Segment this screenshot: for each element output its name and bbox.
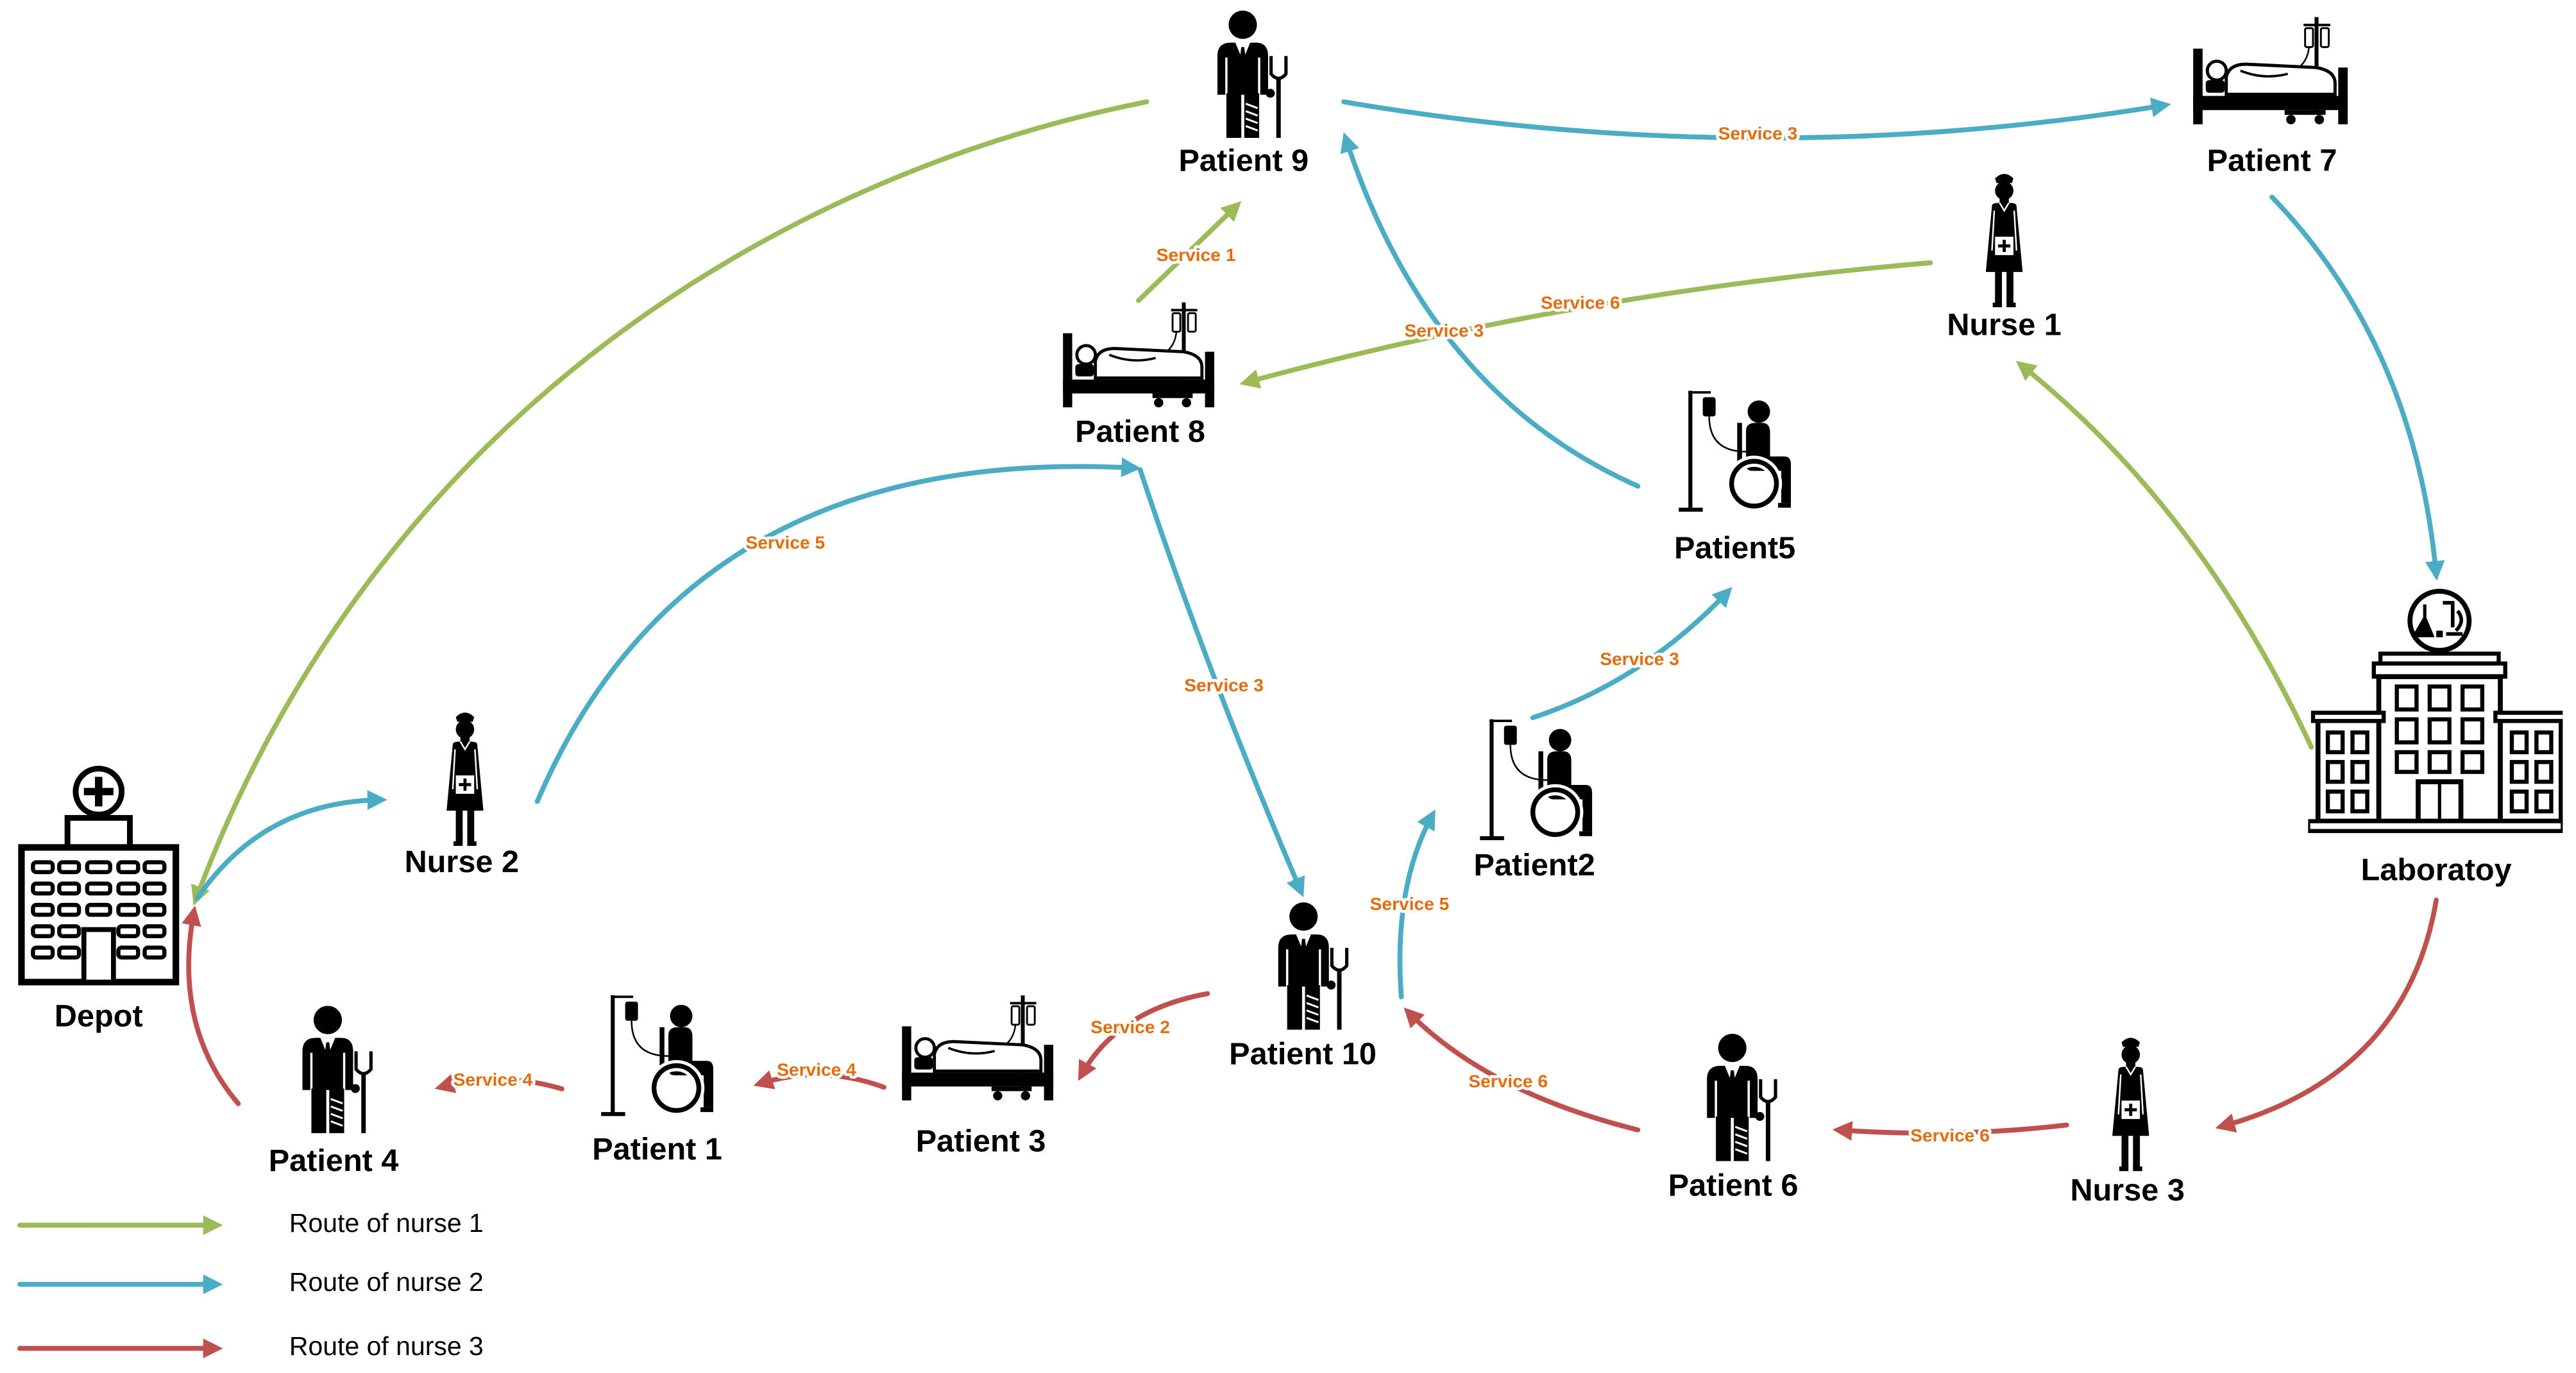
patient-with-crutch-icon (1707, 1034, 1775, 1161)
legend-item-route-1: Route of nurse 1 (17, 1208, 484, 1238)
node-label: Depot (55, 999, 143, 1034)
service-label: Service 3 (1718, 123, 1798, 144)
node-nurse-1: Nurse 1 (1947, 174, 2062, 342)
node-patient-10: Patient 10 (1229, 902, 1377, 1072)
service-label: Service 4 (777, 1059, 856, 1079)
edge-patient-6-to-patient-10 (1403, 1007, 1641, 1133)
edge-laboratory-to-nurse-1 (2016, 360, 2314, 750)
service-label: Service 6 (1468, 1070, 1548, 1091)
patient-in-bed-icon (902, 995, 1053, 1100)
nurse-icon (446, 712, 483, 846)
service-label: Service 3 (1404, 320, 1484, 341)
node-label: Patient 3 (916, 1124, 1046, 1158)
patient-with-crutch-icon (1278, 902, 1347, 1030)
node-patient-6: Patient 6 (1668, 1034, 1799, 1202)
patient-in-wheelchair-icon (1679, 391, 1791, 512)
nurse-icon (2112, 1038, 2149, 1171)
node-patient-8: Patient 8 (1063, 302, 1214, 449)
legend-item-route-2: Route of nurse 2 (17, 1267, 484, 1297)
edge-patient-1-to-patient-4 (434, 1074, 564, 1093)
edge-patient-3-to-patient-1 (753, 1070, 886, 1090)
node-patient-3: Patient 3 (902, 995, 1053, 1158)
edge-patient-5-to-patient-9 (1340, 132, 1641, 489)
legend-label: Route of nurse 3 (289, 1331, 484, 1361)
route-nurse-1 (191, 99, 2314, 906)
node-label: Nurse 2 (405, 845, 519, 879)
service-label: Service 2 (1090, 1016, 1170, 1037)
edge-depot-to-nurse-2 (194, 790, 387, 901)
edge-patient-8-to-patient-10 (1137, 467, 1305, 898)
node-depot: Depot (21, 769, 176, 1034)
patient-in-wheelchair-icon (601, 995, 713, 1116)
node-label: Patient2 (1474, 848, 1595, 882)
node-nurse-2: Nurse 2 (405, 712, 519, 879)
patient-with-crutch-icon (1217, 11, 1286, 139)
edge-patient-10-to-patient-3 (1078, 991, 1210, 1081)
patient-with-crutch-icon (303, 1006, 371, 1133)
edge-patient-9-to-depot (191, 99, 1149, 906)
patient-in-bed-icon (1063, 302, 1214, 407)
node-patient-4: Patient 4 (269, 1006, 399, 1178)
node-laboratory: Laboratoy (2308, 591, 2566, 888)
patient-in-wheelchair-icon (1480, 720, 1592, 841)
edge-laboratory-to-nurse-3 (2215, 897, 2439, 1133)
route-nurse-2 (194, 97, 2445, 1000)
edge-nurse-1-to-patient-8 (1239, 260, 1933, 389)
node-label: Laboratoy (2361, 853, 2512, 888)
node-label: Nurse 1 (1947, 307, 2061, 342)
node-label: Patient5 (1674, 531, 1795, 566)
node-patient-1: Patient 1 (592, 995, 722, 1167)
edge-patient-8-to-patient-9 (1136, 201, 1242, 303)
node-label: Patient 1 (592, 1132, 722, 1167)
node-label: Patient 10 (1229, 1037, 1377, 1072)
node-patient-5: Patient5 (1674, 391, 1795, 566)
node-patient-7: Patient 7 (2193, 17, 2348, 178)
edge-nurse-2-to-patient-8 (534, 457, 1142, 804)
edge-nurse-3-to-patient-6 (1832, 1121, 2069, 1141)
nurse-icon (1986, 174, 2022, 307)
edge-patient-10-to-patient-2 (1397, 809, 1436, 1000)
node-patient-2: Patient2 (1474, 720, 1595, 882)
legend: Route of nurse 1 Route of nurse 2 Route … (17, 1208, 484, 1361)
node-nurse-3: Nurse 3 (2070, 1038, 2185, 1208)
service-label: Service 4 (453, 1069, 533, 1090)
service-label: Service 5 (745, 532, 825, 552)
node-label: Patient 8 (1075, 414, 1205, 449)
patient-in-bed-icon (2193, 17, 2348, 124)
edge-patient-7-to-laboratory (2269, 194, 2445, 581)
node-label: Nurse 3 (2070, 1173, 2184, 1208)
node-label: Patient 7 (2207, 143, 2337, 178)
legend-label: Route of nurse 1 (289, 1208, 484, 1238)
service-label: Service 6 (1541, 292, 1620, 312)
service-labels: Service 6 Service 1 Service 5 Service 3 … (450, 120, 1992, 1148)
hospital-icon (21, 769, 176, 982)
service-label: Service 3 (1600, 648, 1679, 669)
service-label: Service 1 (1157, 244, 1236, 265)
edge-patient-4-to-depot (182, 906, 241, 1106)
edge-patient-2-to-patient-5 (1530, 587, 1733, 721)
route-nurse-3 (182, 897, 2439, 1141)
service-label: Service 5 (1370, 893, 1450, 914)
edge-patient-9-to-patient-7 (1341, 97, 2171, 140)
node-label: Patient 6 (1668, 1168, 1799, 1202)
legend-label: Route of nurse 2 (289, 1267, 484, 1297)
node-label: Patient 9 (1178, 143, 1309, 178)
service-label: Service 6 (1910, 1125, 1990, 1145)
legend-item-route-3: Route of nurse 3 (17, 1331, 484, 1361)
service-label: Service 3 (1184, 675, 1264, 695)
node-patient-9: Patient 9 (1178, 11, 1309, 178)
laboratory-icon (2308, 591, 2566, 831)
node-label: Patient 4 (269, 1143, 399, 1178)
